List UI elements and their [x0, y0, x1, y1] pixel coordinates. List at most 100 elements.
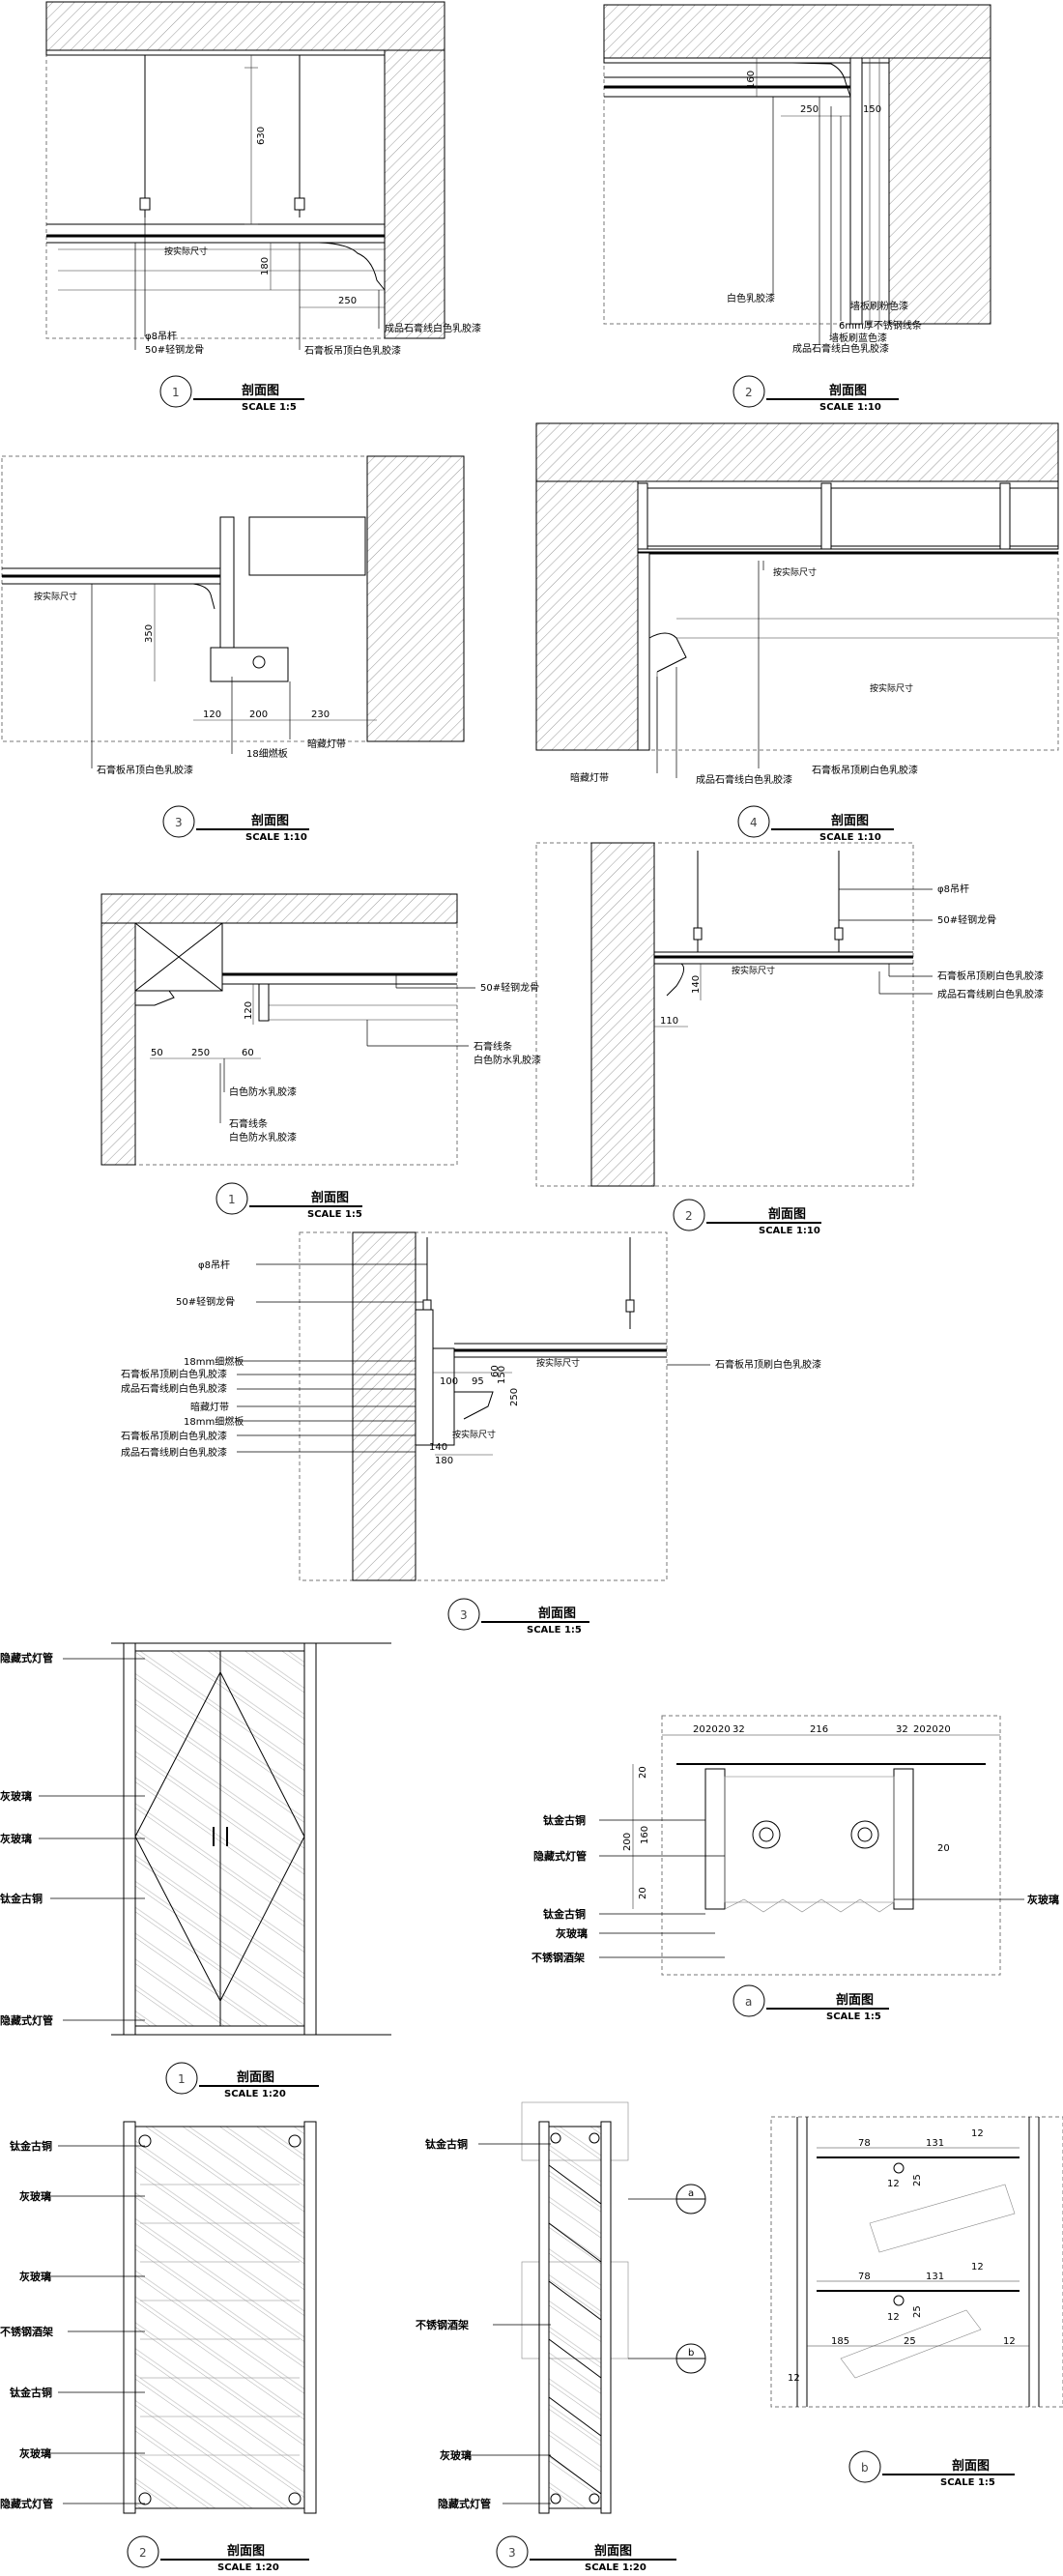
label-white-paint: 白色乳胶漆 [727, 292, 775, 304]
label-site: 按实际尺寸 [732, 965, 775, 976]
dim-250: 250 [191, 1048, 210, 1058]
dim-50: 50 [151, 1048, 163, 1058]
label-rod: φ8吊杆 [145, 331, 177, 342]
label-keel: 50#轻钢龙骨 [937, 913, 996, 926]
label-brass-b: 钛金古铜 [543, 1907, 586, 1921]
label-wall-paint: 墙板刷粉色漆 [850, 300, 908, 312]
label-grey-glass: 灰玻璃 [440, 2448, 472, 2462]
label-keel: 50#轻钢龙骨 [145, 343, 204, 356]
dim-150: 150 [497, 1366, 507, 1384]
dim-180: 180 [435, 1456, 453, 1466]
dim-top-7: 20 [913, 1724, 926, 1735]
label-site-b: 按实际尺寸 [536, 1357, 580, 1369]
dim-60: 60 [490, 1365, 501, 1377]
label-site: 按实际尺寸 [452, 1429, 496, 1440]
label-plaster-strip-b: 石膏线条 [229, 1117, 268, 1130]
detail-scale: SCALE 1:5 [826, 2012, 881, 2022]
label-site: 按实际尺寸 [164, 246, 208, 257]
detail-marker: 1 [228, 1193, 236, 1206]
dim-120: 120 [203, 709, 221, 720]
dim-25a: 25 [912, 2174, 923, 2186]
detail-title: 剖面图 [251, 813, 289, 828]
label-board18b: 18mm细燃板 [184, 1415, 244, 1428]
label-moulding: 成品石膏线白色乳胶漆 [696, 773, 792, 786]
detail-scale: SCALE 1:10 [819, 402, 881, 413]
label-grey-glass-b: 灰玻璃 [0, 1832, 32, 1845]
label-white-waterproof: 白色防水乳胶漆 [229, 1085, 297, 1098]
label-waterproof-b: 白色防水乳胶漆 [229, 1131, 297, 1143]
detail-marker: a [745, 1995, 752, 2009]
label-ceiling: 石膏板吊顶白色乳胶漆 [97, 764, 193, 776]
label-hidden-light-b: 隐藏式灯管 [0, 2013, 53, 2027]
dim-630: 630 [256, 127, 267, 145]
label-rack: 不锈钢酒架 [532, 1951, 585, 1964]
detail-title: 剖面图 [242, 383, 279, 398]
label-keel: 50#轻钢龙骨 [176, 1295, 235, 1308]
detail-marker: b [861, 2461, 869, 2475]
label-waterproof: 白色防水乳胶漆 [474, 1054, 541, 1066]
detail-marker: 3 [460, 1608, 468, 1622]
label-ceiling-b: 石膏板吊顶刷白色乳胶漆 [121, 1430, 227, 1442]
detail-3-wine-section: 钛金古铜 不锈钢酒架 灰玻璃 隐藏式灯管 a b 3 剖面图 SCALE 1:2… [416, 2101, 706, 2573]
detail-scale: SCALE 1:5 [527, 1625, 582, 1635]
dim-95: 95 [472, 1376, 484, 1387]
dim-12b: 12 [887, 2179, 900, 2189]
detail-title: 剖面图 [237, 2069, 274, 2085]
dim-12a: 12 [971, 2128, 984, 2139]
label-ceiling-r: 石膏板吊顶刷白色乳胶漆 [715, 1358, 821, 1371]
detail-4-section: 按实际尺寸 按实际尺寸 暗藏灯带 成品石膏线白色乳胶漆 石膏板吊顶刷白色乳胶漆 … [535, 422, 1059, 843]
dim-185: 25 [904, 2336, 916, 2347]
dim-131: 131 [926, 2138, 944, 2149]
detail-scale: SCALE 1:5 [307, 1209, 362, 1220]
label-site: 按实际尺寸 [34, 591, 77, 602]
label-light: 暗藏灯带 [190, 1401, 229, 1413]
label-light: 暗藏灯带 [307, 738, 346, 750]
label-board18: 18mm细燃板 [184, 1355, 244, 1368]
label-brass: 钛金古铜 [10, 2139, 52, 2153]
dim-250: 250 [800, 104, 819, 115]
dim-right: 20 [937, 1843, 950, 1854]
label-steel-strip: 6mm厚不锈钢线条 [839, 319, 922, 332]
detail-scale: SCALE 1:10 [245, 832, 307, 843]
detail-5-section: 120 50 250 60 50#轻钢龙骨 石膏线条 白色防水乳胶漆 白色防水乳… [101, 893, 541, 1220]
detail-marker: 2 [745, 386, 753, 399]
label-board: 18细燃板 [246, 747, 288, 760]
detail-scale: SCALE 1:5 [242, 402, 297, 413]
label-hidden-light: 隐藏式灯管 [0, 1651, 53, 1664]
detail-2-section: 160 250 150 白色乳胶漆 墙板刷粉色漆 6mm厚不锈钢线条 墙板刷蓝色… [603, 4, 991, 413]
detail-scale: SCALE 1:10 [819, 832, 881, 843]
label-grey-glass: 灰玻璃 [0, 1789, 32, 1803]
dim-25d: 12 [1003, 2336, 1016, 2347]
label-plaster-strip: 石膏线条 [474, 1040, 512, 1053]
label-light: 暗藏灯带 [570, 771, 609, 784]
detail-2-wine-elevation: 钛金古铜 灰玻璃 灰玻璃 不锈钢酒架 钛金古铜 灰玻璃 隐藏式灯管 2 剖面图 … [0, 2121, 317, 2573]
label-ceiling: 石膏板吊顶刷白色乳胶漆 [121, 1368, 227, 1380]
detail-1-section: 630 180 250 按实际尺寸 φ8吊杆 50#轻钢龙骨 石膏板吊顶白色乳胶… [45, 1, 481, 413]
dim-top-1: 20 [693, 1724, 705, 1735]
dim-60: 60 [242, 1048, 254, 1058]
detail-title: 剖面图 [768, 1206, 806, 1222]
label-moulding: 成品石膏线白色乳胶漆 [792, 342, 889, 355]
detail-marker: 1 [172, 386, 180, 399]
dim-top-4: 32 [733, 1724, 745, 1735]
label-hidden-light: 隐藏式灯管 [533, 1849, 587, 1863]
dim-12e: 12 [788, 2373, 800, 2384]
detail-b-enlarged: 78 131 12 12 25 78 131 12 12 25 185 25 1… [770, 2116, 1063, 2488]
dim-top-2: 20 [705, 1724, 718, 1735]
detail-3-section: 350 120 200 230 按实际尺寸 18细燃板 暗藏灯带 石膏板吊顶白色… [1, 455, 465, 843]
dim-250: 250 [338, 296, 357, 306]
label-site-right: 按实际尺寸 [870, 682, 913, 694]
detail-marker: 4 [750, 816, 758, 829]
label-brass: 钛金古铜 [0, 1892, 43, 1905]
label-brass: 钛金古铜 [425, 2137, 468, 2151]
dim-350: 350 [144, 624, 155, 643]
detail-scale: SCALE 1:20 [585, 2562, 646, 2573]
dim-left-1: 200 [622, 1833, 633, 1851]
detail-title: 剖面图 [836, 1992, 874, 2008]
label-moulding: 成品石膏线刷白色乳胶漆 [937, 988, 1044, 1000]
dim-left-4: 20 [638, 1887, 648, 1899]
detail-title: 剖面图 [227, 2543, 265, 2559]
label-wall-blue: 墙板刷蓝色漆 [829, 332, 887, 344]
label-site-top: 按实际尺寸 [773, 566, 817, 578]
